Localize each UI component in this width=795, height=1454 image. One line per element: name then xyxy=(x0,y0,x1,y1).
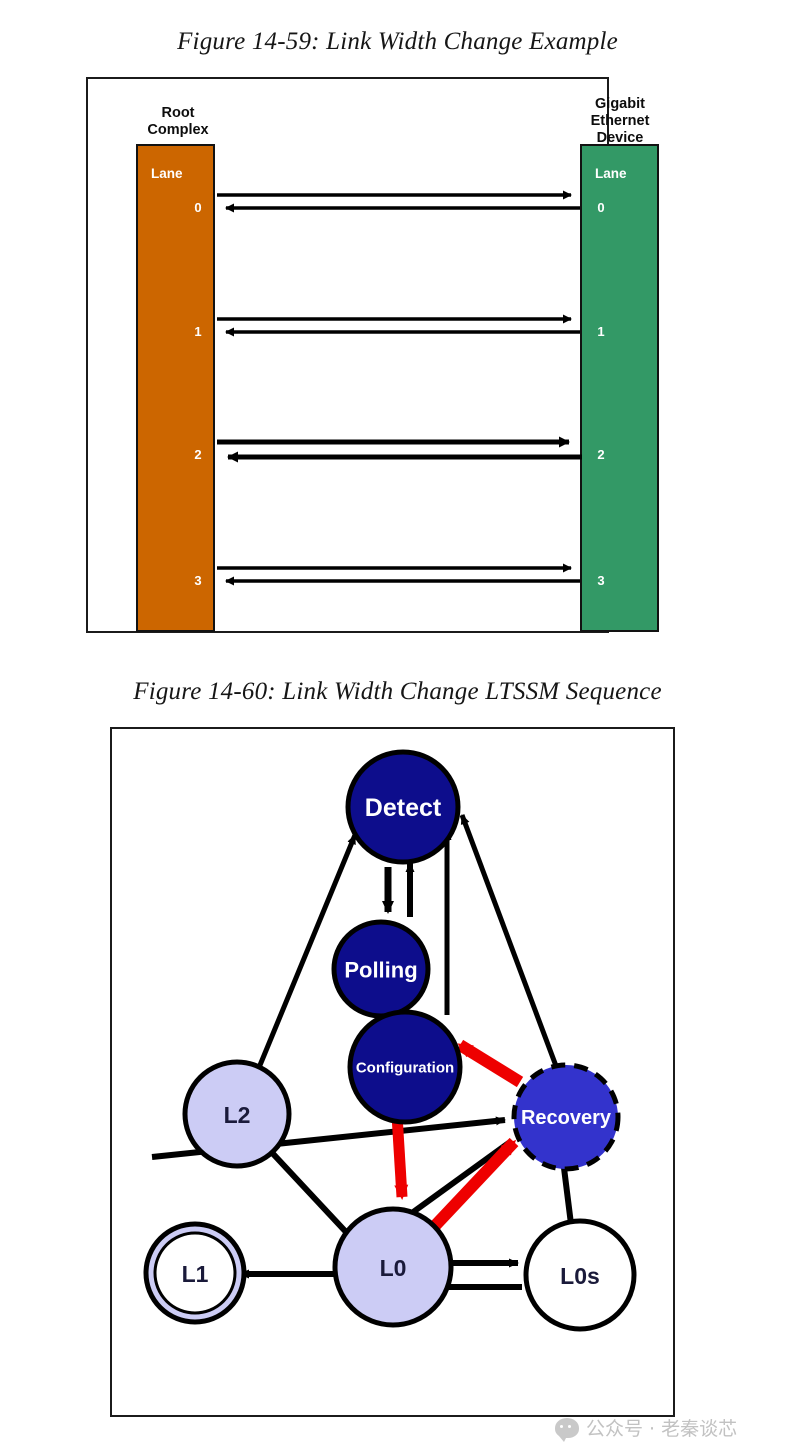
ltssm-state-nodes: Detect Polling Configuration Recovery L2 xyxy=(143,749,637,1332)
state-node-recovery[interactable]: Recovery xyxy=(511,1062,621,1172)
state-node-polling[interactable]: Polling xyxy=(331,919,431,1019)
state-label-detect: Detect xyxy=(365,794,442,822)
state-label-l0s: L0s xyxy=(560,1263,600,1289)
root-complex-label: Root Complex xyxy=(147,105,209,138)
ltssm-state-diagram: Detect Polling Configuration Recovery L2 xyxy=(143,749,637,1332)
state-label-polling: Polling xyxy=(344,958,417,983)
state-node-l0[interactable]: L0 xyxy=(332,1206,454,1328)
state-label-recovery: Recovery xyxy=(521,1107,612,1129)
figure-1-caption: Figure 14-59: Link Width Change Example xyxy=(177,28,618,55)
gigabit-device-lane-2: 2 xyxy=(597,447,605,462)
figure-2-caption: Figure 14-60: Link Width Change LTSSM Se… xyxy=(133,678,662,705)
state-node-configuration[interactable]: Configuration xyxy=(347,1009,463,1125)
edge-recovery-to-detect xyxy=(459,814,565,1083)
state-label-configuration: Configuration xyxy=(356,1060,454,1077)
state-node-detect[interactable]: Detect xyxy=(345,749,461,865)
root-complex-lane-2: 2 xyxy=(194,447,202,462)
wechat-watermark: 公众号 · 老秦谈芯 xyxy=(555,1414,738,1442)
gigabit-device-lane-stack: Lane 0 1 2 3 xyxy=(580,144,659,632)
root-complex-lane-1: 1 xyxy=(194,324,202,339)
root-complex-lane-0: 0 xyxy=(194,200,202,215)
gigabit-device-lane-word: Lane xyxy=(595,166,627,181)
root-complex-lane-3: 3 xyxy=(194,573,202,588)
edge-recovery-to-l0 xyxy=(396,1139,512,1226)
gigabit-device-lane-1: 1 xyxy=(597,324,605,339)
state-label-l2: L2 xyxy=(224,1102,251,1128)
root-complex-lane-stack: Lane 0 1 2 3 xyxy=(136,144,215,632)
state-label-l0: L0 xyxy=(380,1255,407,1281)
state-node-l0s[interactable]: L0s xyxy=(523,1218,637,1332)
gigabit-ethernet-device-label: Gigabit Ethernet Device xyxy=(590,96,650,146)
gigabit-device-lane-0: 0 xyxy=(597,200,605,215)
watermark-text: 公众号 · 老秦谈芯 xyxy=(586,1418,738,1440)
state-label-l1: L1 xyxy=(182,1261,209,1287)
root-complex-lane-word: Lane xyxy=(151,166,183,181)
edge-recovery-to-configuration-highlight xyxy=(456,1039,524,1088)
state-node-l1[interactable]: L1 xyxy=(143,1221,247,1325)
state-node-l2[interactable]: L2 xyxy=(182,1059,292,1169)
gigabit-device-lane-3: 3 xyxy=(597,573,605,588)
edge-l2-to-detect xyxy=(255,834,358,1071)
edge-l0-to-l2 xyxy=(259,1139,363,1250)
wechat-icon xyxy=(555,1417,579,1442)
